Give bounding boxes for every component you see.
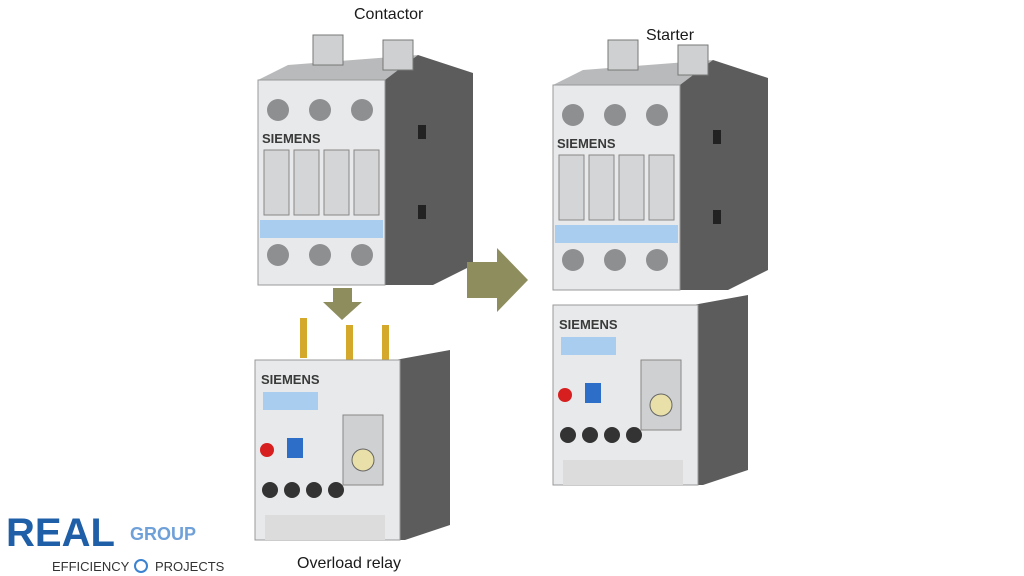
screw-terminal: [262, 482, 278, 498]
screw-terminal: [560, 427, 576, 443]
overload-relay-pins: [300, 318, 389, 365]
screw-terminal: [604, 249, 626, 271]
contactor-top: [258, 55, 418, 80]
terminal-block: [677, 44, 709, 76]
terminal-block: [607, 39, 639, 71]
logo-main: REAL: [6, 511, 115, 555]
contact-window: [323, 149, 350, 216]
logo-tagline-right: PROJECTS: [155, 559, 225, 574]
screw-terminal: [626, 427, 642, 443]
side-slot: [713, 130, 721, 144]
contactor-top: [553, 60, 713, 85]
starter-contactor: SIEMENS: [552, 39, 768, 291]
contact-window: [558, 154, 585, 221]
side-slot: [713, 210, 721, 224]
screw-terminal: [604, 427, 620, 443]
label-strip: [260, 220, 383, 238]
screw-terminal: [646, 104, 668, 126]
logo-group: GROUP: [130, 524, 196, 544]
terminal-block: [312, 34, 344, 66]
test-button: [585, 383, 601, 403]
screw-terminal: [582, 427, 598, 443]
contact-window: [263, 149, 290, 216]
relay-base: [563, 460, 683, 485]
screw-terminal: [562, 249, 584, 271]
contactor-side: [385, 55, 473, 285]
device-brand: SIEMENS: [261, 372, 320, 387]
screw-terminal: [267, 99, 289, 121]
screw-terminal: [646, 249, 668, 271]
test-button: [287, 438, 303, 458]
contact-window: [618, 154, 645, 221]
relay-side: [395, 350, 450, 540]
starter-illustration: SIEMENS SIEMENS: [552, 39, 768, 486]
screw-terminal: [309, 99, 331, 121]
reset-button: [558, 388, 572, 402]
screw-terminal: [309, 244, 331, 266]
screw-terminal: [351, 244, 373, 266]
label-strip: [555, 225, 678, 243]
screw-terminal: [284, 482, 300, 498]
overload-relay-label: Overload relay: [297, 555, 402, 572]
screw-terminal: [604, 104, 626, 126]
side-slot: [418, 125, 426, 139]
label-strip: [263, 392, 318, 410]
screw-terminal: [328, 482, 344, 498]
real-group-logo: REAL GROUP EFFICIENCY PROJECTS: [6, 511, 225, 574]
side-slot: [418, 205, 426, 219]
gear-icon: [134, 559, 148, 573]
contact-window: [588, 154, 615, 221]
current-dial: [649, 393, 673, 417]
contact-window: [648, 154, 675, 221]
contact-window: [293, 149, 320, 216]
screw-terminal: [306, 482, 322, 498]
reset-button: [260, 443, 274, 457]
contactor-illustration: SIEMENS: [257, 34, 473, 286]
device-brand: SIEMENS: [557, 136, 616, 151]
screw-terminal: [267, 244, 289, 266]
contactor-label: Contactor: [354, 6, 424, 23]
starter-label: Starter: [646, 27, 695, 44]
current-dial: [351, 448, 375, 472]
terminal-block: [382, 39, 414, 71]
screw-terminal: [562, 104, 584, 126]
device-brand: SIEMENS: [559, 317, 618, 332]
device-brand: SIEMENS: [262, 131, 321, 146]
relay-side: [693, 295, 748, 485]
logo-tagline-left: EFFICIENCY: [52, 559, 130, 574]
contactor-side: [680, 60, 768, 290]
label-strip: [561, 337, 616, 355]
down-arrow-icon: [323, 288, 362, 320]
relay-base: [265, 515, 385, 540]
screw-terminal: [351, 99, 373, 121]
contact-window: [353, 149, 380, 216]
starter-relay: SIEMENS: [552, 295, 748, 486]
right-arrow-icon: [467, 248, 528, 312]
overload-relay-illustration: SIEMENS: [254, 350, 450, 541]
